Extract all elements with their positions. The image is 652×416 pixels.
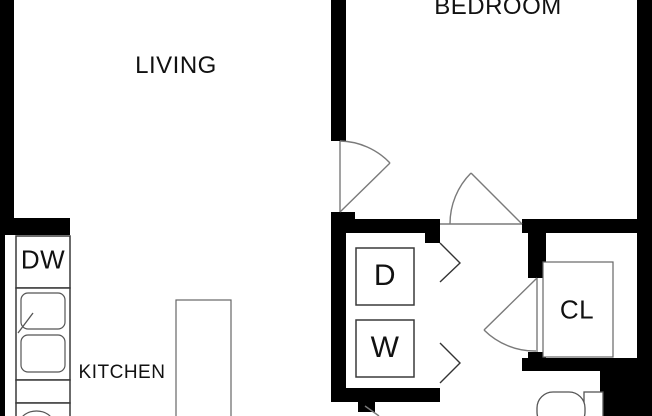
bathroom-door-leaf bbox=[470, 172, 523, 225]
lower-cabinet-box bbox=[15, 379, 71, 404]
wall-laundry-top bbox=[331, 219, 440, 233]
sink-basin-bottom bbox=[20, 334, 66, 373]
wall-left-exterior-lower bbox=[0, 235, 5, 416]
bathroom-door-arc bbox=[449, 172, 472, 225]
bedroom-door bbox=[339, 140, 391, 213]
wall-closet-bottom bbox=[522, 358, 640, 371]
bifold-door-lower bbox=[439, 342, 461, 384]
washer-box bbox=[355, 319, 415, 378]
doors bbox=[339, 140, 538, 416]
washer-label: W bbox=[370, 331, 400, 364]
bifold-door-upper bbox=[439, 242, 462, 283]
living-room-label: LIVING bbox=[135, 52, 217, 79]
bathroom-door bbox=[440, 172, 523, 225]
wall-kitchen-stub bbox=[0, 218, 70, 235]
wall-bedroom-bottom bbox=[522, 219, 652, 233]
toilet bbox=[536, 391, 604, 416]
wall-closet-left-upper bbox=[528, 233, 546, 278]
bedroom-label: BEDROOM bbox=[434, 0, 562, 20]
wall-right-exterior bbox=[637, 0, 652, 416]
dryer-box bbox=[355, 247, 415, 306]
closet-inner-outline bbox=[542, 261, 614, 358]
bedroom-door-arc bbox=[339, 140, 391, 164]
sink-basin-top bbox=[20, 292, 66, 330]
closet-label: CL bbox=[559, 294, 595, 325]
kitchen-counter bbox=[15, 235, 71, 416]
wall-left-exterior bbox=[0, 0, 14, 235]
wall-laundry-top-stub bbox=[425, 233, 440, 243]
dishwasher-label: DW bbox=[20, 244, 66, 275]
dishwasher-box bbox=[15, 235, 71, 289]
dryer-label: D bbox=[373, 259, 397, 292]
toilet-bowl bbox=[536, 391, 586, 416]
wall-laundry-bottom bbox=[335, 388, 440, 402]
bedroom-door-leaf bbox=[339, 162, 391, 213]
closet-door bbox=[483, 277, 538, 352]
wall-living-bedroom bbox=[331, 0, 346, 141]
closet-door-leaf bbox=[483, 277, 538, 331]
kitchen-island bbox=[175, 299, 232, 416]
stove-burner bbox=[22, 410, 51, 416]
sink-faucet-line bbox=[17, 312, 34, 334]
laundry-closet bbox=[355, 242, 462, 384]
closet-door-arc bbox=[483, 329, 537, 352]
kitchen-label: KITCHEN bbox=[78, 362, 166, 383]
toilet-tank bbox=[583, 391, 604, 416]
entry-door-leaf-partial bbox=[364, 405, 380, 416]
wall-corner-bottom-right bbox=[600, 371, 652, 416]
wall-laundry-left bbox=[331, 212, 346, 402]
